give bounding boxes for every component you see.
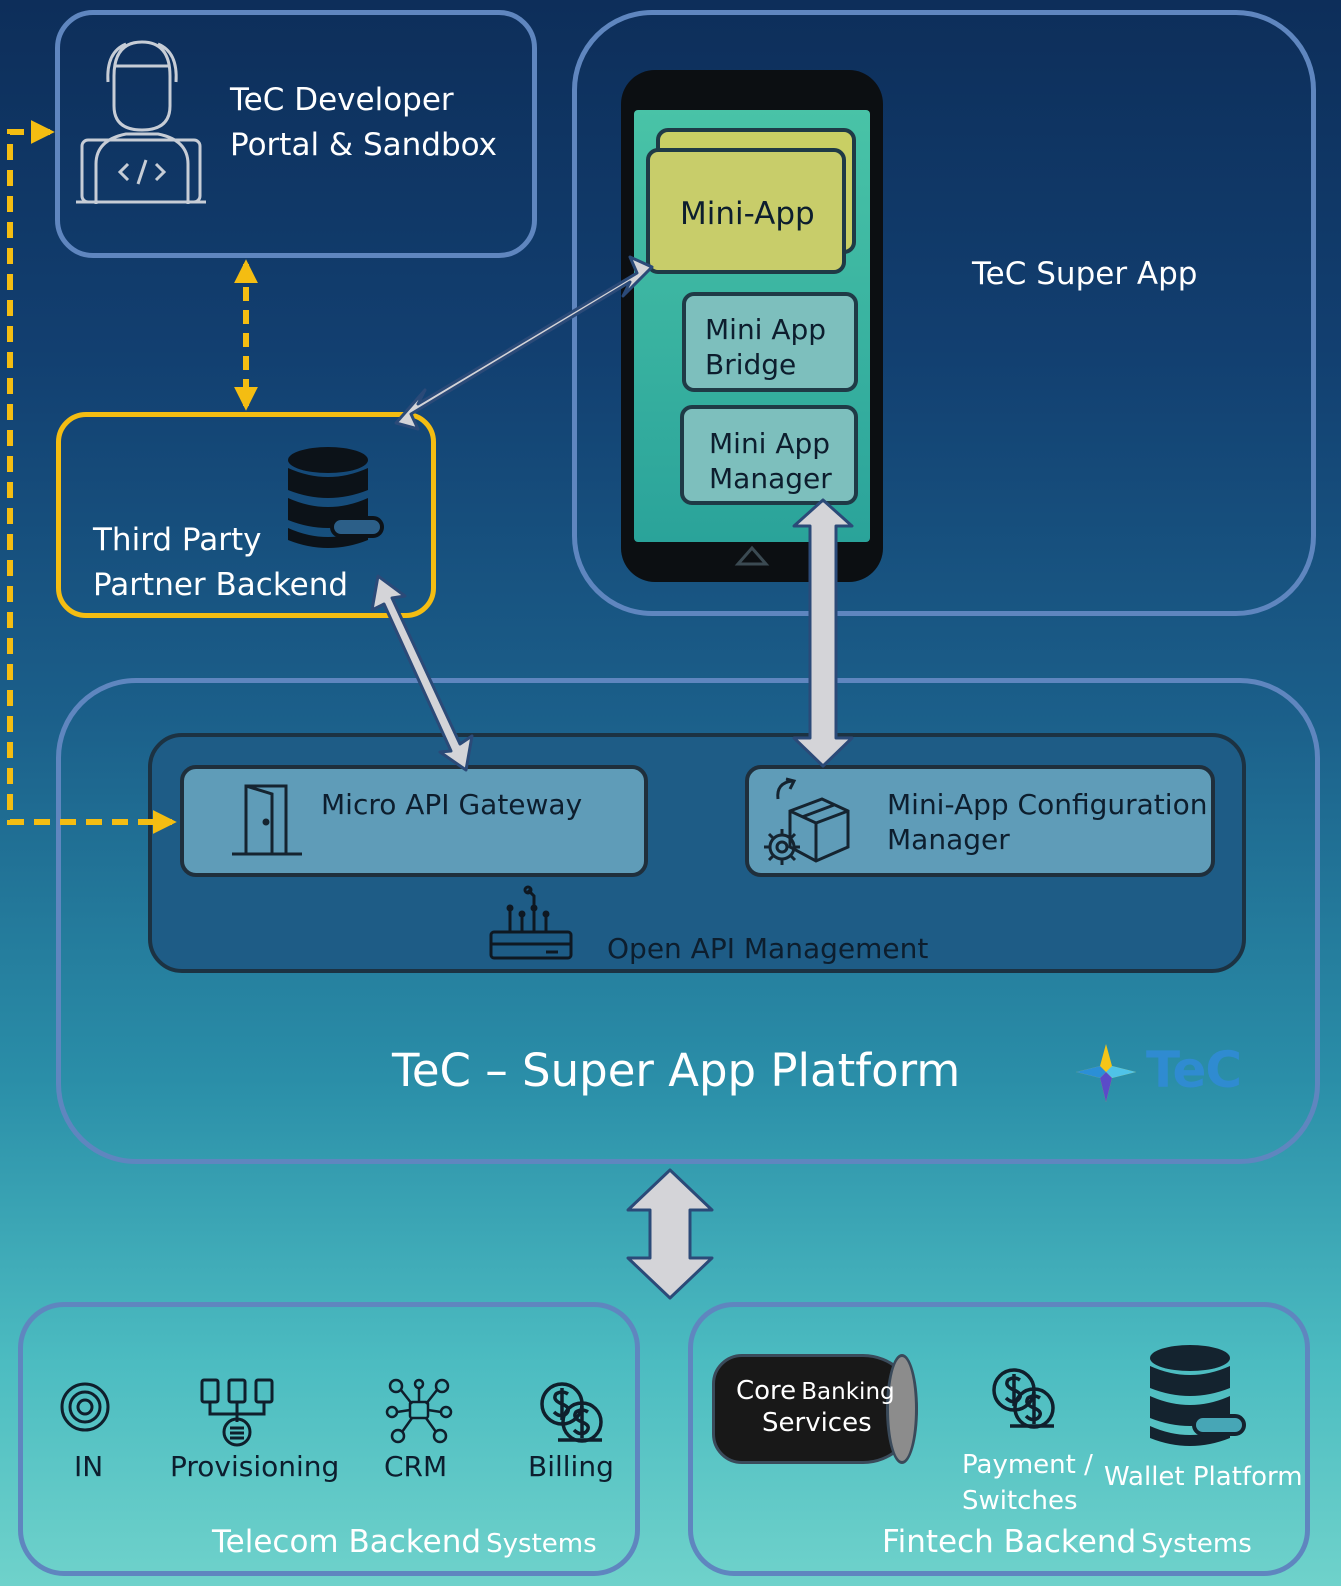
- database-icon: [288, 447, 384, 548]
- fintech-backend-box: [688, 1302, 1310, 1576]
- partner-backend-line2: Partner Backend: [93, 567, 349, 603]
- payment-line1: Payment /: [962, 1450, 1093, 1480]
- mini-app-card[interactable]: [646, 148, 846, 274]
- core-banking-cylinder-end: [886, 1354, 918, 1464]
- super-app-label: TeC Super App: [972, 256, 1198, 292]
- wallet-database-icon: [1150, 1345, 1246, 1446]
- telecom-title-sub: Systems: [486, 1529, 597, 1559]
- mini-app-label: Mini-App: [680, 196, 815, 232]
- micro-api-gateway-label: Micro API Gateway: [321, 788, 583, 821]
- mini-app-manager-box: [680, 405, 858, 505]
- home-button-icon: [734, 545, 770, 566]
- micro-api-gateway-box: [180, 765, 648, 877]
- fintech-title-main: Fintech Backend: [882, 1524, 1137, 1560]
- in-network-icon: [60, 1382, 110, 1432]
- telecom-item-billing: Billing: [528, 1450, 614, 1483]
- arrow-platform-backend: [626, 1168, 714, 1300]
- developer-portal-label-line2: Portal & Sandbox: [230, 127, 497, 163]
- core-banking-line2: Services: [762, 1408, 872, 1438]
- core-banking-word-core: Core: [736, 1376, 797, 1406]
- telecom-item-in: IN: [74, 1450, 104, 1483]
- mini-app-bridge-line2: Bridge: [705, 348, 797, 381]
- fintech-title: Fintech Backend Systems: [882, 1524, 1252, 1561]
- telecom-title: Telecom Backend Systems: [212, 1524, 597, 1561]
- mini-app-manager-line1: Mini App: [709, 427, 831, 460]
- config-box-gear-icon: [764, 777, 850, 865]
- mini-app-bridge-box: [682, 292, 858, 392]
- crm-network-icon: [385, 1378, 453, 1444]
- config-manager-line2: Manager: [887, 823, 1010, 856]
- config-manager-line1: Mini-App Configuration: [887, 788, 1208, 821]
- billing-coins-icon: [540, 1382, 603, 1443]
- mini-app-bridge-line1: Mini App: [705, 313, 827, 346]
- core-banking-word-banking: Banking: [801, 1379, 895, 1405]
- telecom-item-provisioning: Provisioning: [170, 1450, 340, 1483]
- developer-portal-label-line1: TeC Developer: [230, 82, 454, 118]
- core-banking-line1: Core Banking: [736, 1376, 895, 1407]
- payment-coins-icon: [992, 1368, 1055, 1429]
- door-icon: [232, 784, 302, 856]
- tec-logo-text: TeC: [1146, 1041, 1242, 1099]
- platform-box: [56, 678, 1320, 1164]
- tec-logo-icon: [1076, 1044, 1136, 1102]
- telecom-backend-box: [18, 1302, 640, 1576]
- telecom-title-main: Telecom Backend: [212, 1524, 482, 1560]
- payment-line2: Switches: [962, 1486, 1078, 1516]
- partner-backend-line1: Third Party: [93, 522, 262, 558]
- platform-title: TeC – Super App Platform: [392, 1044, 961, 1097]
- router-icon: [489, 885, 573, 960]
- provisioning-icon: [200, 1378, 274, 1447]
- developer-icon: [76, 40, 206, 204]
- api-management-label: Open API Management: [607, 932, 929, 965]
- telecom-item-crm: CRM: [384, 1450, 448, 1483]
- mini-app-manager-line2: Manager: [709, 462, 832, 495]
- fintech-title-sub: Systems: [1141, 1529, 1252, 1559]
- wallet-platform-label: Wallet Platform: [1104, 1462, 1303, 1492]
